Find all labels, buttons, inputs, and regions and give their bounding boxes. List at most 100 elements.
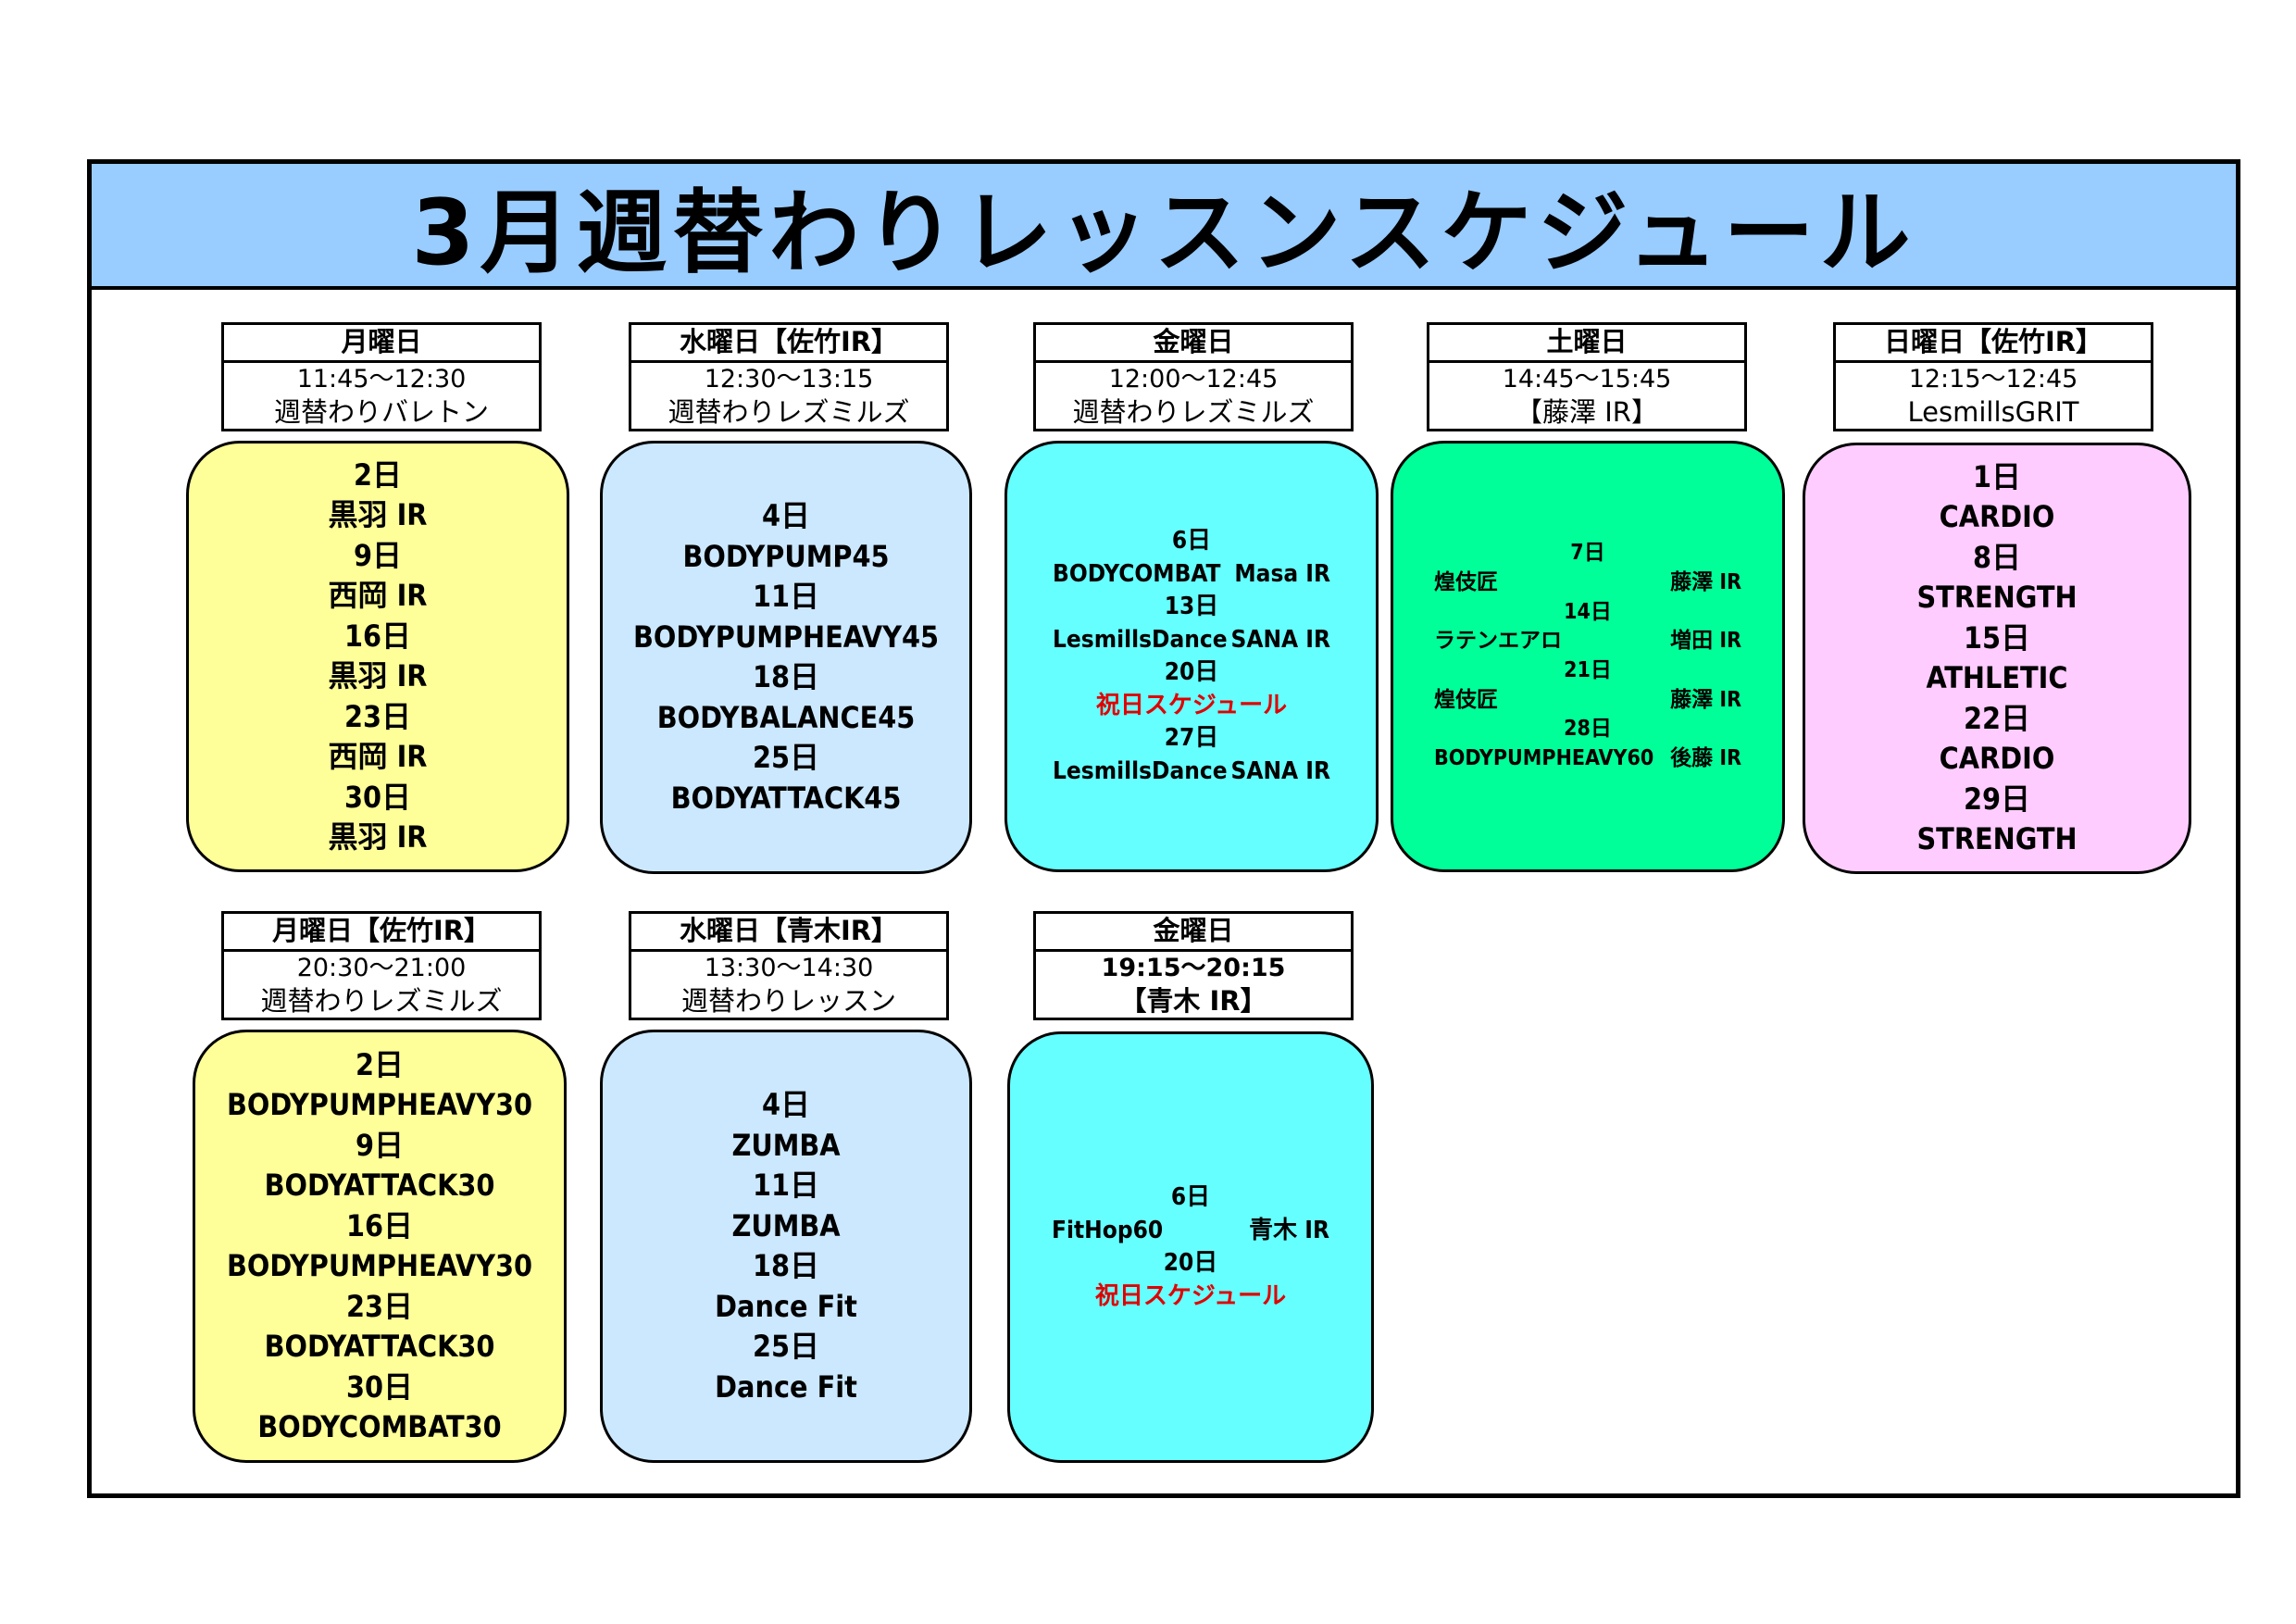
lesson-line: BODYPUMPHEAVY45 [632, 618, 940, 655]
day-label: 金曜日 [1036, 325, 1351, 363]
lesson-line: 煌伎匠 藤澤 IR [1434, 686, 1741, 716]
date-label: 18日 [752, 1248, 820, 1283]
instructor-name: SANA IR [1230, 756, 1330, 785]
date-label: 6日 [1170, 1183, 1211, 1211]
lesson-line: BODYATTACK45 [670, 780, 902, 816]
date-label: 2日 [355, 1046, 405, 1082]
lesson-line: BODYPUMPHEAVY60 後藤 IR [1434, 744, 1741, 774]
program-label: LesmillsGRIT [1907, 396, 2079, 428]
lesson-line: CARDIO [1939, 499, 2055, 534]
instructor-name: 藤澤 IR [1670, 687, 1741, 712]
lesson-name: BODYPUMPHEAVY60 [1434, 746, 1654, 771]
lesson-line: BODYPUMPHEAVY30 [226, 1087, 533, 1122]
date-label: 13日 [1164, 593, 1219, 620]
date-label: 21日 [1564, 658, 1612, 682]
date-label: 11日 [752, 1168, 820, 1203]
lesson-name: LesmillsDance [1053, 625, 1228, 654]
date-label: 2日 [353, 456, 403, 493]
time-label: 20:30～21:00 [296, 954, 467, 982]
program-label: 週替わりバレトン [273, 396, 489, 428]
time-label: 12:00～12:45 [1108, 365, 1279, 394]
lesson-name: ラテンエアロ [1434, 629, 1562, 654]
date-label: 16日 [345, 1207, 414, 1243]
lesson-line: BODYATTACK30 [264, 1329, 495, 1364]
date-label: 6日 [1171, 527, 1212, 555]
page-title: 3月週替わりレッスンスケジュール [92, 164, 2236, 290]
lesson-line: BODYCOMBAT30 [257, 1409, 502, 1444]
header-monday: 月曜日 11:45～12:30 週替わりバレトン [221, 322, 542, 431]
date-label: 25日 [752, 1329, 820, 1364]
day-label: 日曜日【佐竹IR】 [1836, 325, 2151, 363]
lesson-line: ZUMBA [731, 1127, 841, 1163]
date-label: 22日 [1963, 700, 2031, 736]
lesson-line: 西岡 IR [328, 578, 428, 613]
date-label: 16日 [343, 618, 412, 654]
lesson-name: 煌伎匠 [1434, 687, 1498, 712]
lesson-line: 西岡 IR [328, 739, 428, 774]
time-label: 11:45～12:30 [296, 365, 467, 394]
day-label: 月曜日【佐竹IR】 [224, 914, 539, 952]
date-label: 15日 [1963, 619, 2031, 656]
date-label: 9日 [355, 1127, 405, 1163]
time-label: 19:15～20:15 [1101, 954, 1286, 982]
lesson-name: FitHop60 [1052, 1216, 1164, 1244]
lesson-line: ATHLETIC [1926, 660, 2068, 695]
lesson-name: 煌伎匠 [1434, 569, 1498, 594]
header-wednesday-aoki: 水曜日【青木IR】 13:30～14:30 週替わりレッスン [629, 911, 949, 1020]
header-friday: 金曜日 12:00～12:45 週替わりレズミルズ [1033, 322, 1354, 431]
date-label: 4日 [761, 1087, 811, 1122]
date-label: 1日 [1972, 458, 2022, 494]
lesson-line: BODYPUMPHEAVY30 [226, 1248, 533, 1283]
header-saturday: 土曜日 14:45～15:45 【藤澤 IR】 [1427, 322, 1747, 431]
day-label: 土曜日 [1429, 325, 1744, 363]
program-label: 【藤澤 IR】 [1516, 396, 1658, 428]
lesson-line: FitHop60 青木 IR [1052, 1215, 1329, 1248]
day-label: 金曜日 [1036, 914, 1351, 952]
lesson-line: STRENGTH [1916, 821, 2078, 856]
program-label: 週替わりレズミルズ [260, 985, 503, 1017]
lesson-line: 黒羽 IR [328, 497, 428, 532]
date-label: 30日 [345, 1368, 414, 1405]
date-label: 27日 [1164, 724, 1219, 752]
date-label: 11日 [752, 579, 820, 614]
lesson-line: CARDIO [1939, 741, 2055, 776]
date-label: 8日 [1972, 539, 2022, 575]
date-label: 30日 [343, 779, 412, 815]
date-label: 4日 [761, 498, 811, 533]
instructor-name: 青木 IR [1249, 1216, 1329, 1244]
lesson-line: 祝日スケジュール [1094, 1281, 1287, 1310]
day-label: 月曜日 [224, 325, 539, 363]
instructor-name: 後藤 IR [1670, 746, 1741, 771]
instructor-name: 増田 IR [1670, 629, 1741, 654]
instructor-name: 藤澤 IR [1670, 569, 1741, 594]
instructor-name: SANA IR [1230, 625, 1330, 654]
lesson-line: Dance Fit [715, 1368, 857, 1405]
date-label: 14日 [1564, 599, 1612, 624]
lesson-line: Dance Fit [715, 1288, 857, 1324]
date-label: 25日 [752, 740, 820, 775]
date-label: 28日 [1564, 717, 1612, 742]
time-label: 12:15～12:45 [1908, 365, 2078, 394]
time-label: 14:45～15:45 [1502, 365, 1672, 394]
lesson-name: LesmillsDance [1053, 756, 1228, 785]
date-label: 29日 [1963, 781, 2031, 817]
day-label: 水曜日【青木IR】 [631, 914, 946, 952]
lesson-line: BODYATTACK30 [264, 1168, 495, 1203]
day-label: 水曜日【佐竹IR】 [631, 325, 946, 363]
date-label: 20日 [1164, 658, 1219, 686]
header-friday-night: 金曜日 19:15～20:15 【青木 IR】 [1033, 911, 1354, 1020]
lesson-line: ラテンエアロ 増田 IR [1434, 627, 1741, 656]
time-label: 13:30～14:30 [704, 954, 874, 982]
date-label: 20日 [1163, 1249, 1218, 1277]
lesson-line: 祝日スケジュール [1095, 691, 1288, 719]
date-label: 18日 [752, 659, 820, 694]
schedule-card-monday-night: 2日 BODYPUMPHEAVY30 9日 BODYATTACK30 16日 BODYPU… [193, 1030, 567, 1463]
